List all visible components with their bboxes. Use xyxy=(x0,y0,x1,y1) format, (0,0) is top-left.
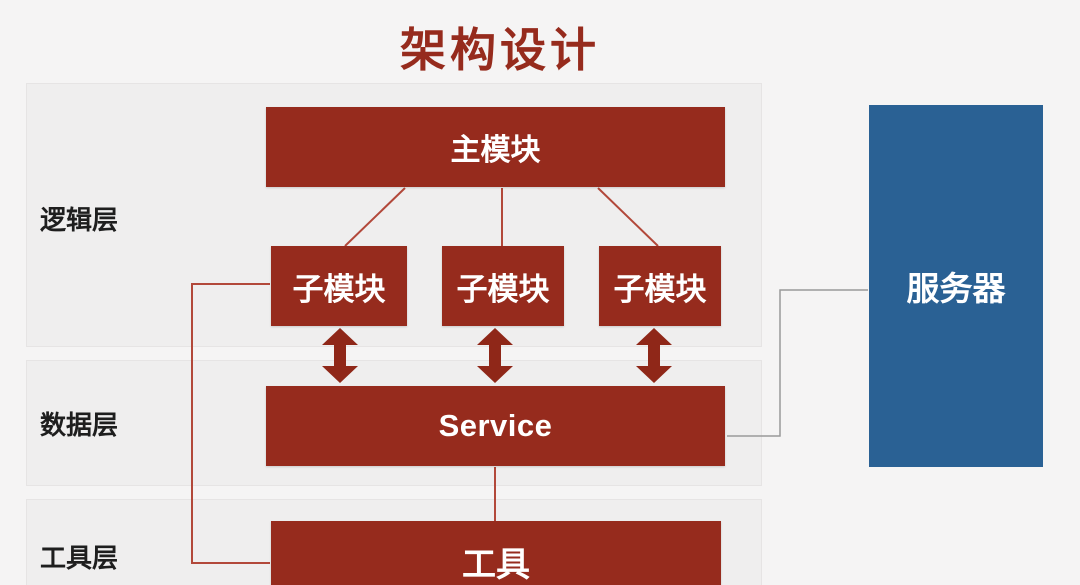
sub-module-box-2: 子模块 xyxy=(442,246,564,326)
logic-layer-label: 逻辑层 xyxy=(40,206,119,236)
server-box: 服务器 xyxy=(869,105,1043,467)
connector-service-server xyxy=(727,289,868,437)
double-arrow-icon xyxy=(322,328,358,383)
tool-layer-label: 工具层 xyxy=(40,544,119,574)
main-module-box: 主模块 xyxy=(266,107,725,187)
diagram-title: 架构设计 xyxy=(400,23,600,77)
sub-module-box-1: 子模块 xyxy=(271,246,407,326)
tool-box: 工具 xyxy=(271,521,721,585)
double-arrow-icon xyxy=(636,328,672,383)
data-layer-label: 数据层 xyxy=(40,411,119,441)
connector-main-sub3 xyxy=(597,187,659,247)
service-box: Service xyxy=(266,386,725,466)
connector-main-sub1 xyxy=(344,187,406,247)
sub-module-box-3: 子模块 xyxy=(599,246,721,326)
connector-sub1-tool xyxy=(191,283,270,564)
double-arrow-icon xyxy=(477,328,513,383)
